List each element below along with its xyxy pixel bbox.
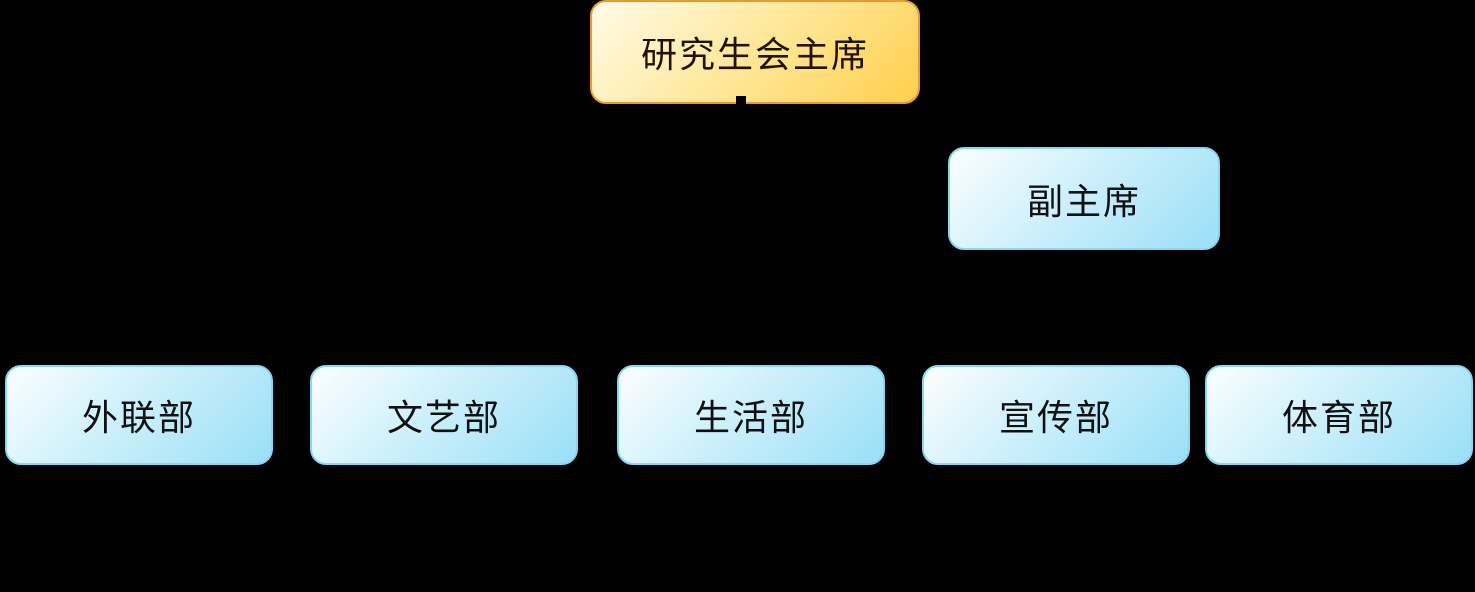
org-node-chairman-label: 研究生会主席 (640, 34, 869, 75)
org-node-vice-chairman-label: 副主席 (1026, 180, 1141, 222)
org-node-dept-wailian-label: 外联部 (81, 397, 196, 438)
connector-stub (736, 96, 746, 106)
org-node-dept-xuanchuan: 宣传部 (922, 365, 1190, 465)
org-node-vice-chairman: 副主席 (948, 147, 1220, 250)
org-node-dept-wenyi-label: 文艺部 (386, 397, 501, 438)
org-node-dept-wailian: 外联部 (5, 365, 273, 465)
org-node-dept-wenyi: 文艺部 (310, 365, 578, 465)
org-node-dept-shenghuo: 生活部 (617, 365, 885, 465)
org-node-dept-tiyu: 体育部 (1205, 365, 1473, 465)
org-node-dept-xuanchuan-label: 宣传部 (998, 397, 1113, 438)
org-node-dept-tiyu-label: 体育部 (1281, 397, 1396, 438)
org-node-chairman: 研究生会主席 (590, 0, 920, 104)
org-node-dept-shenghuo-label: 生活部 (693, 397, 808, 438)
